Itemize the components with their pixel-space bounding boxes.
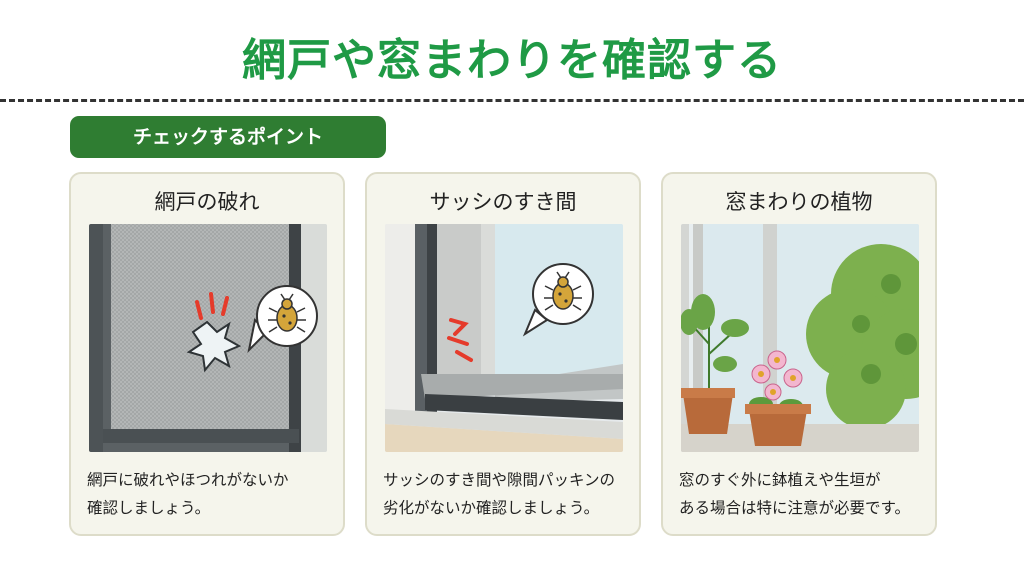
window-plants-illustration bbox=[681, 224, 919, 452]
card-description: 窓のすぐ外に鉢植えや生垣が ある場合は特に注意が必要です。 bbox=[679, 471, 910, 517]
card-description: 網戸に破れやほつれがないか 確認しましょう。 bbox=[87, 471, 289, 517]
torn-net-icon bbox=[186, 320, 242, 373]
alert-marks-icon bbox=[195, 292, 229, 320]
bug-icon bbox=[522, 263, 594, 337]
screen-tear-illustration bbox=[89, 224, 327, 452]
card-title: サッシのすき間 bbox=[429, 190, 577, 214]
card-sash-gap: サッシのすき間 bbox=[365, 172, 641, 536]
card-window-plants: 窓まわりの植物 bbox=[661, 172, 937, 536]
card-description: サッシのすき間や隙間パッキンの 劣化がないか確認しましょう。 bbox=[383, 471, 616, 517]
card-screen-tear: 網戸の破れ bbox=[69, 172, 345, 536]
check-points-badge: チェックするポイント bbox=[70, 116, 386, 158]
bug-icon bbox=[247, 285, 318, 354]
dashed-divider bbox=[0, 99, 1024, 102]
page-title: 網戸や窓まわりを確認する bbox=[242, 35, 782, 86]
sash-gap-illustration bbox=[385, 224, 623, 452]
alert-marks-icon bbox=[447, 318, 473, 362]
card-title: 網戸の破れ bbox=[154, 190, 260, 214]
card-title: 窓まわりの植物 bbox=[725, 190, 873, 214]
